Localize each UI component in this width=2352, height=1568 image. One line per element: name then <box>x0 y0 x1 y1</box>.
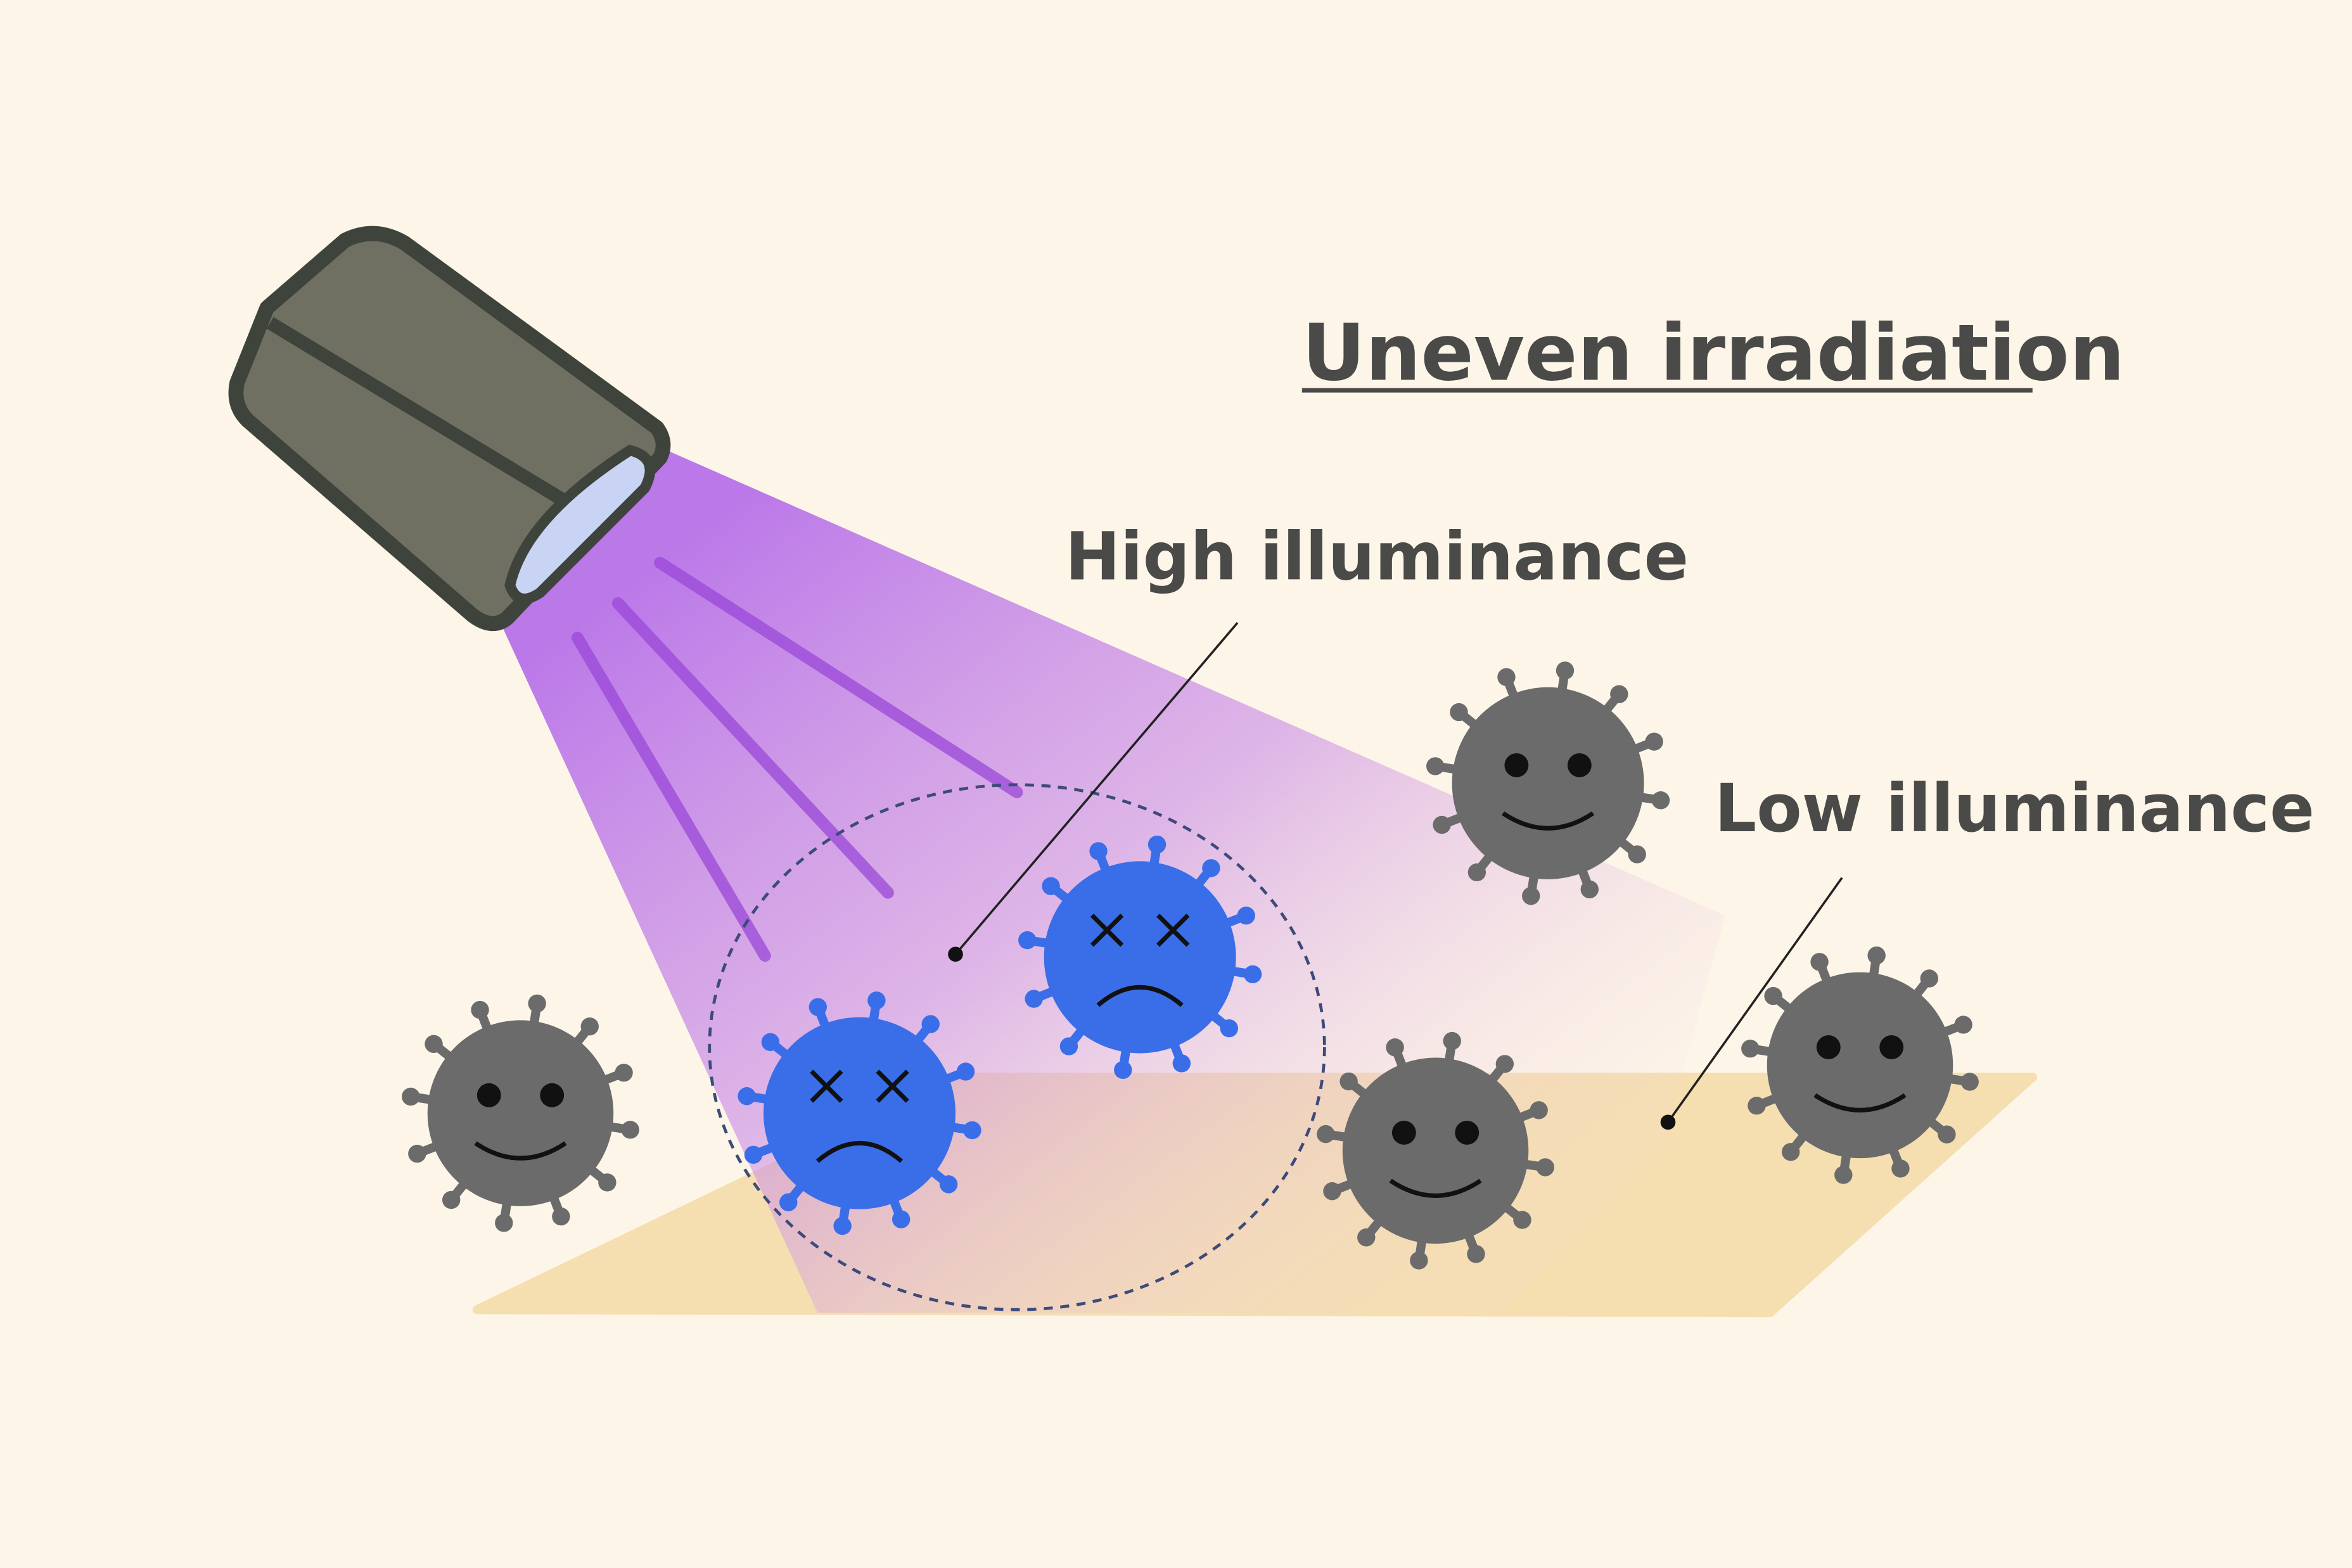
active-virus-icon <box>402 994 639 1232</box>
eye <box>1567 753 1592 777</box>
smile-mouth <box>1389 1178 1482 1198</box>
x-eye-icon <box>876 1069 909 1103</box>
eye <box>540 1083 565 1107</box>
smile-mouth <box>1813 1093 1907 1112</box>
inactivated-virus-icon <box>1018 835 1262 1080</box>
diagram-title: Uneven irradiation <box>1302 309 2125 399</box>
eye <box>1504 753 1529 777</box>
eye <box>476 1083 501 1107</box>
active-virus-icon <box>1426 661 1670 905</box>
eye <box>1391 1120 1416 1145</box>
light-rays <box>571 556 1023 962</box>
uv-lamp-icon <box>228 226 671 632</box>
smile-mouth <box>1502 811 1595 831</box>
eye <box>1455 1120 1480 1145</box>
eye <box>1816 1035 1841 1059</box>
high-illuminance-pointer <box>948 621 1239 962</box>
inactivated-virus-icon <box>738 991 981 1235</box>
high-illuminance-label: High illuminance <box>1065 518 1689 595</box>
low-illuminance-label: Low illuminance <box>1715 770 2315 847</box>
frown-mouth <box>1096 985 1184 1007</box>
x-eye-icon <box>1090 914 1124 947</box>
frown-mouth <box>815 1141 904 1163</box>
active-virus-icon <box>1317 1031 1554 1270</box>
active-virus-icon <box>1741 946 1979 1184</box>
smile-mouth <box>474 1141 567 1161</box>
x-eye-icon <box>810 1069 843 1103</box>
x-eye-icon <box>1156 914 1190 947</box>
eye <box>1879 1035 1904 1059</box>
high-illuminance-zone <box>708 783 1326 1311</box>
low-illuminance-pointer <box>1660 877 1843 1130</box>
